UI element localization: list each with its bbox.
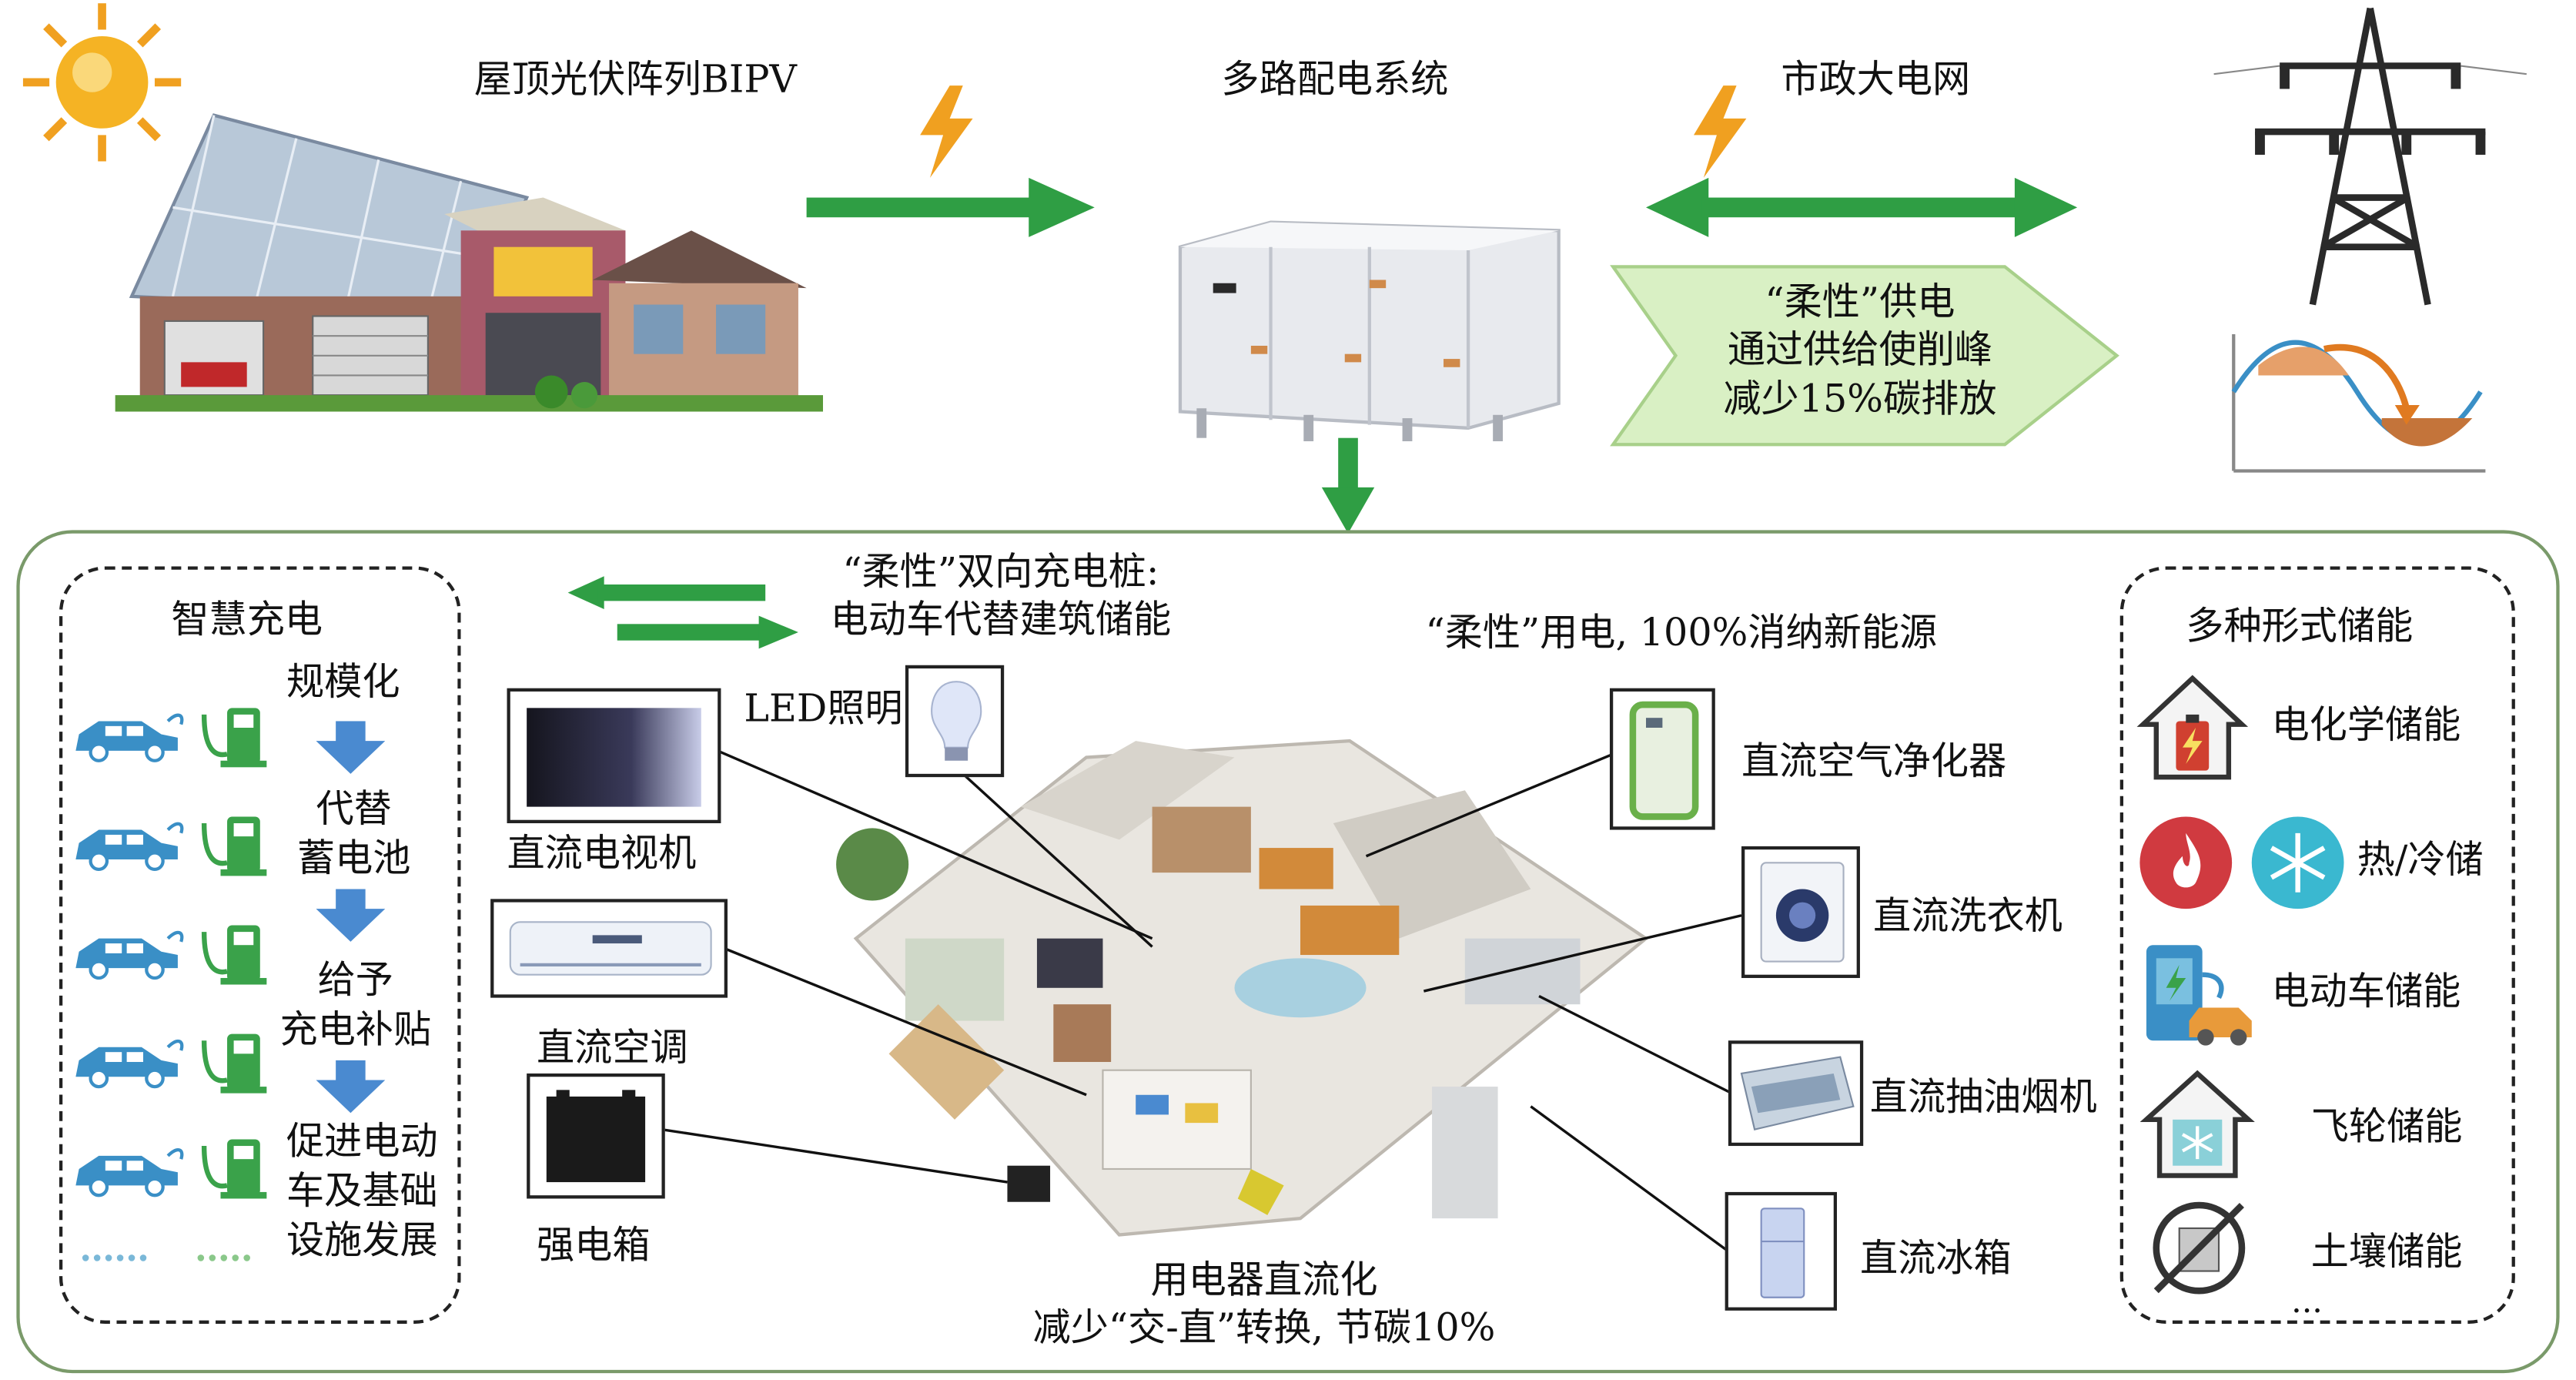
fridge-label: 直流冰箱 bbox=[1859, 1238, 2012, 1281]
arrow-bipv-to-distribution bbox=[806, 177, 1095, 237]
energy-storage-panel bbox=[2119, 566, 2515, 1324]
ev-car-icon bbox=[75, 1148, 184, 1197]
washing-machine-icon bbox=[1760, 862, 1845, 963]
washer-frame bbox=[1741, 846, 1860, 978]
arrow-distribution-grid-bidirectional bbox=[1646, 177, 2078, 237]
hood-frame bbox=[1728, 1040, 1864, 1147]
v2b-bidirectional-arrows bbox=[567, 576, 798, 649]
air-purifier-frame bbox=[1609, 688, 1715, 830]
tv-frame bbox=[507, 688, 721, 823]
bipv-house-illustration bbox=[115, 113, 823, 412]
air-purifier-label: 直流空气净化器 bbox=[1741, 741, 2007, 784]
smart-charging-title: 智慧充电 bbox=[171, 599, 323, 642]
step-replace: 代替 bbox=[316, 789, 392, 832]
step-charging-subsidy: 充电补贴 bbox=[279, 1009, 432, 1052]
washer-label: 直流洗衣机 bbox=[1873, 896, 2062, 939]
step-facility-development: 设施发展 bbox=[286, 1219, 438, 1263]
range-hood-icon bbox=[1740, 1056, 1855, 1130]
storage-item-thermal: 热/冷储 bbox=[2357, 839, 2484, 883]
tv-icon bbox=[527, 708, 701, 807]
grid-label: 市政大电网 bbox=[1781, 59, 1971, 102]
ev-car-icon bbox=[75, 822, 184, 872]
lightning-bolt-icon bbox=[920, 85, 973, 178]
down-arrow-icon bbox=[316, 721, 386, 774]
ac-label: 直流空调 bbox=[536, 1027, 688, 1070]
step-battery: 蓄电池 bbox=[296, 838, 411, 881]
tv-label: 直流电视机 bbox=[507, 832, 697, 876]
sun-icon bbox=[22, 3, 182, 162]
dc-line2: 减少“交-直”转换, 节碳10% bbox=[1032, 1307, 1496, 1350]
step-vehicle-infrastructure: 车及基础 bbox=[286, 1170, 438, 1214]
building-system-panel bbox=[16, 530, 2560, 1374]
v2b-label: “柔性”双向充电桩: 电动车代替建筑储能 bbox=[803, 550, 1198, 645]
step-scale: 规模化 bbox=[286, 662, 400, 705]
air-purifier-icon bbox=[1629, 701, 1699, 820]
step-promote-ev: 促进电动 bbox=[286, 1120, 438, 1164]
down-arrow-icon bbox=[316, 889, 386, 942]
storage-item-electrochemical: 电化学储能 bbox=[2271, 705, 2461, 748]
led-frame bbox=[905, 665, 1005, 778]
storage-item-soil: 土壤储能 bbox=[2310, 1231, 2463, 1274]
electrochemical-storage-icon bbox=[2136, 675, 2249, 780]
storage-more: ... bbox=[2291, 1281, 2323, 1321]
distribution-cabinet-illustration bbox=[1178, 220, 1561, 441]
ev-storage-icon bbox=[2146, 945, 2252, 1046]
flywheel-storage-icon bbox=[2139, 1070, 2255, 1178]
fridge-icon bbox=[1760, 1208, 1805, 1298]
energy-storage-title: 多种形式储能 bbox=[2186, 605, 2414, 649]
flexible-use-label: “柔性”用电, 100%消纳新能源 bbox=[1425, 612, 1938, 655]
ev-charger-icon bbox=[201, 708, 267, 768]
flexible-supply-line1: “柔性”供电 bbox=[1765, 281, 1955, 325]
continuation-dots-icon bbox=[82, 1254, 250, 1261]
v2b-line1: “柔性”双向充电桩: bbox=[842, 551, 1159, 595]
power-box-frame bbox=[527, 1073, 665, 1199]
peak-shaving-chart-icon bbox=[2231, 334, 2486, 473]
down-arrow-icon bbox=[316, 1060, 386, 1114]
fridge-frame bbox=[1725, 1191, 1838, 1311]
storage-item-ev: 电动车储能 bbox=[2271, 971, 2461, 1015]
lightning-bolt-icon bbox=[1694, 85, 1747, 178]
step-give: 给予 bbox=[317, 960, 393, 1003]
cold-storage-icon bbox=[2251, 816, 2344, 909]
ac-frame bbox=[490, 899, 728, 998]
ev-charger-icon bbox=[201, 925, 267, 985]
power-box-label: 强电箱 bbox=[536, 1224, 651, 1268]
step-subsidy: 给予 充电补贴 bbox=[270, 958, 441, 1057]
heat-storage-icon bbox=[2139, 816, 2233, 909]
soil-storage-icon bbox=[2153, 1201, 2246, 1295]
ev-car-icon bbox=[75, 713, 184, 762]
led-label: LED照明 bbox=[744, 688, 903, 732]
flexible-supply-line3: 减少15%碳排放 bbox=[1723, 378, 1997, 422]
air-conditioner-icon bbox=[509, 921, 712, 976]
step-promote: 促进电动 车及基础 设施发展 bbox=[270, 1120, 454, 1268]
flexible-supply-line2: 通过供给使削峰 bbox=[1727, 330, 1993, 373]
power-box-icon bbox=[546, 1090, 646, 1183]
storage-item-flywheel: 飞轮储能 bbox=[2310, 1106, 2463, 1150]
flexible-supply-chevron bbox=[1610, 265, 2119, 447]
distribution-label: 多路配电系统 bbox=[1221, 59, 1449, 102]
v2b-line2: 电动车代替建筑储能 bbox=[830, 598, 1172, 642]
smart-home-floorplan-illustration bbox=[836, 739, 1649, 1237]
bipv-label: 屋顶光伏阵列BIPV bbox=[473, 59, 797, 102]
led-bulb-icon bbox=[931, 681, 982, 761]
ev-car-icon bbox=[75, 930, 184, 980]
flexible-supply-text: “柔性”供电 通过供给使削峰 减少15%碳排放 bbox=[1695, 280, 2025, 425]
step-replace-battery: 代替 蓄电池 bbox=[279, 787, 427, 886]
power-tower-icon bbox=[2213, 7, 2527, 306]
ev-charger-icon bbox=[201, 1139, 267, 1199]
smart-charging-panel bbox=[59, 566, 461, 1324]
hood-label: 直流抽油烟机 bbox=[1869, 1077, 2097, 1120]
ev-charger-icon bbox=[201, 1033, 267, 1094]
arrow-distribution-to-building bbox=[1321, 437, 1375, 534]
dc-line1: 用电器直流化 bbox=[1150, 1259, 1378, 1303]
ev-charger-icon bbox=[201, 816, 267, 876]
ev-car-icon bbox=[75, 1039, 184, 1089]
dc-appliance-label: 用电器直流化 减少“交-直”转换, 节碳10% bbox=[1001, 1258, 1527, 1352]
